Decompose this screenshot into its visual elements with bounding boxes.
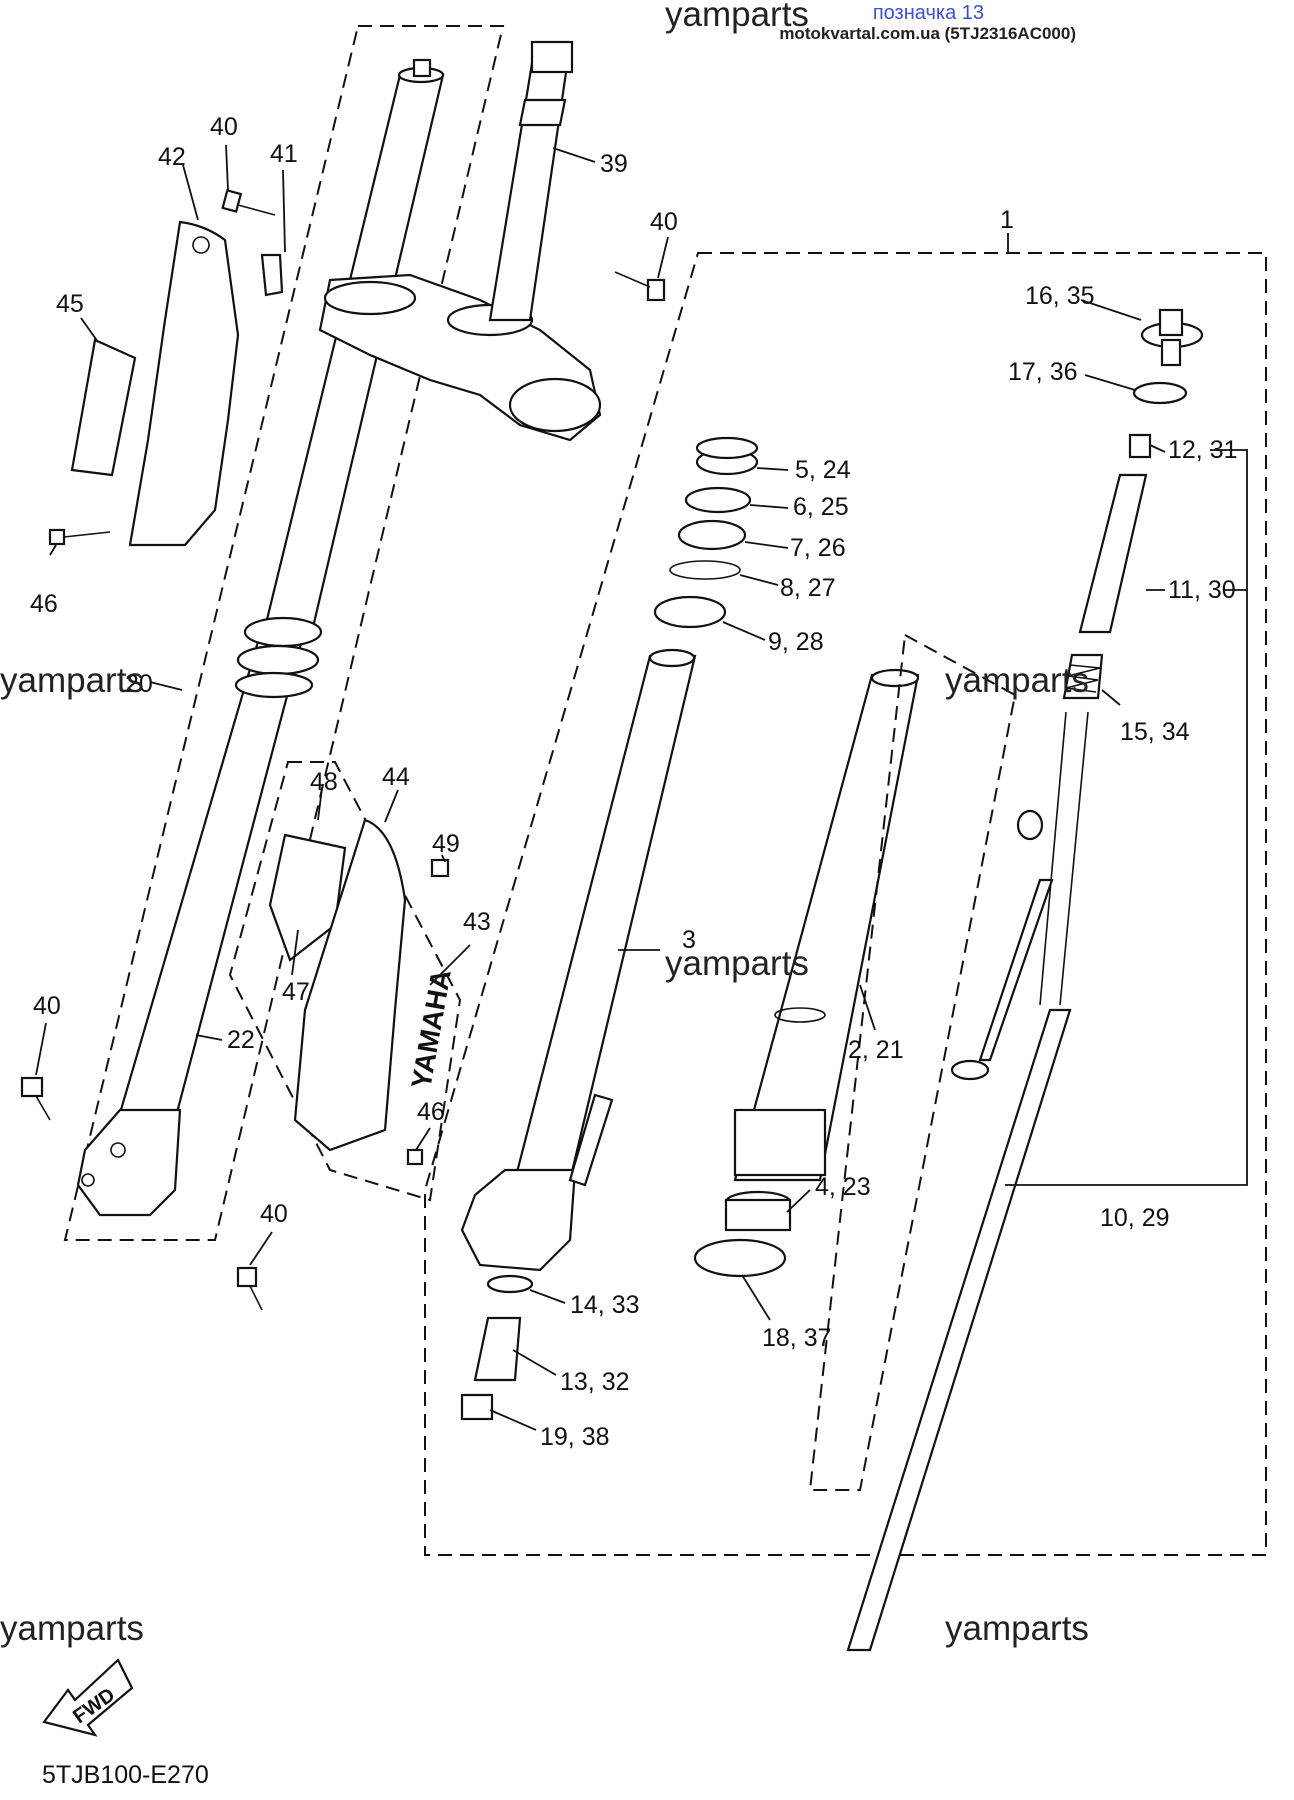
- watermark-center: yamparts: [665, 944, 809, 983]
- callout-46-left: 46: [30, 590, 58, 618]
- callout-19-38: 19, 38: [540, 1423, 610, 1451]
- washer-17-36: [1132, 381, 1188, 405]
- callout-47: 47: [282, 978, 310, 1006]
- inner-tube-2: [733, 668, 920, 1182]
- dust-seal-9-28: [653, 595, 727, 629]
- callout-45: 45: [56, 290, 84, 318]
- watermark-bottom-right: yamparts: [945, 1609, 1089, 1648]
- base-valve-13-32: [473, 1316, 522, 1382]
- fwd-arrow-icon: FWD: [42, 1658, 134, 1737]
- fork-tube-group-outline: [808, 633, 1017, 1491]
- watermark-bottom-left: yamparts: [0, 1609, 144, 1648]
- callout-20: 20: [125, 670, 153, 698]
- clamp-bolt-top: [221, 189, 276, 216]
- callout-40-top: 40: [210, 113, 238, 141]
- watermarks: yamparts yamparts yamparts yamparts yamp…: [0, 0, 1089, 1648]
- right-axle-bracket: [460, 1093, 614, 1272]
- callout-41: 41: [270, 140, 298, 168]
- bracket-10-11-12: [1005, 449, 1248, 1186]
- cap-bolt-16-35: [1140, 308, 1204, 367]
- upper-triple-clamp: [318, 273, 602, 442]
- diagram-reference: 5TJB100-E270: [42, 1761, 209, 1789]
- callout-2-21: 2, 21: [848, 1036, 904, 1064]
- callout-11-30: 11, 30: [1168, 576, 1236, 604]
- callout-43: 43: [463, 908, 491, 936]
- callout-48: 48: [310, 768, 338, 796]
- callout-1: 1: [1000, 206, 1014, 234]
- right-fork-group-outline: [424, 252, 1267, 1556]
- washer-7-26: [677, 519, 747, 551]
- steering-stem: [488, 40, 574, 322]
- callout-5-24: 5, 24: [795, 456, 851, 484]
- callout-8-27: 8, 27: [780, 574, 836, 602]
- left-fork-group-outline: [63, 25, 505, 1241]
- spring-15-34: [1062, 653, 1104, 700]
- callout-13-32: 13, 32: [560, 1368, 630, 1396]
- damper-cartridge-11-30: [1078, 473, 1148, 634]
- callout-39: 39: [600, 150, 628, 178]
- callout-40-right: 40: [650, 208, 678, 236]
- o-ring-14-33: [486, 1274, 534, 1294]
- watermark-right: yamparts: [945, 661, 1089, 700]
- callout-7-26: 7, 26: [790, 534, 846, 562]
- stem-bolt-right: [614, 271, 666, 302]
- bolt-19-38: [460, 1393, 494, 1421]
- callout-12-31: 12, 31: [1168, 436, 1238, 464]
- callout-22: 22: [227, 1026, 255, 1054]
- callout-44: 44: [382, 763, 410, 791]
- header-title: позначка 13: [872, 2, 984, 24]
- callout-46-lower: 46: [417, 1098, 445, 1126]
- axle-bolt-bottom: [236, 1266, 263, 1311]
- left-axle-bracket: [76, 1108, 182, 1217]
- callout-18-37: 18, 37: [762, 1324, 832, 1352]
- header-source: motokvartal.com.ua (5TJ2316AC000): [779, 24, 1076, 43]
- callout-labels: 1 2, 21 3 4, 23 5, 24 6, 25 7, 26 8, 27 …: [30, 113, 1238, 1451]
- guard-nut-49: [430, 858, 450, 878]
- callout-49: 49: [432, 830, 460, 858]
- callout-3: 3: [682, 926, 696, 954]
- lower-guard-group-outline: [228, 761, 462, 1202]
- callout-40-bottom: 40: [260, 1200, 288, 1228]
- guard-bolt-lower: [406, 1148, 424, 1166]
- hose-clip: [260, 253, 284, 297]
- callout-15-34: 15, 34: [1120, 718, 1190, 746]
- callout-42: 42: [158, 143, 186, 171]
- callout-10-29: 10, 29: [1100, 1204, 1170, 1232]
- clip-8-27: [669, 560, 741, 580]
- cap-12-31: [1128, 433, 1152, 459]
- bushing-4-23: [724, 1190, 792, 1232]
- callout-14-33: 14, 33: [570, 1291, 640, 1319]
- guard-bracket-48: [268, 833, 347, 962]
- oil-seal-5-24: [695, 436, 759, 476]
- seal-18-37: [693, 1238, 787, 1278]
- callout-40-left: 40: [33, 992, 61, 1020]
- callout-4-23: 4, 23: [815, 1173, 871, 1201]
- callout-16-35: 16, 35: [1025, 282, 1095, 310]
- fork-guard-upper: [128, 220, 240, 547]
- callout-6-25: 6, 25: [793, 493, 849, 521]
- damper-rod-10-29: [846, 711, 1089, 1652]
- callout-17-36: 17, 36: [1008, 358, 1078, 386]
- callout-9-28: 9, 28: [768, 628, 824, 656]
- watermark-left: yamparts: [0, 661, 144, 700]
- watermark-top: yamparts: [665, 0, 809, 34]
- fork-guard-sticker: [70, 338, 137, 477]
- guard-bolt-left: [48, 528, 111, 546]
- leader-lines: [35, 144, 1166, 1431]
- yamaha-logo-text: YAMAHA: [405, 967, 456, 1091]
- axle-bolt-left: [20, 1076, 51, 1121]
- dust-seal-6-25: [684, 486, 752, 514]
